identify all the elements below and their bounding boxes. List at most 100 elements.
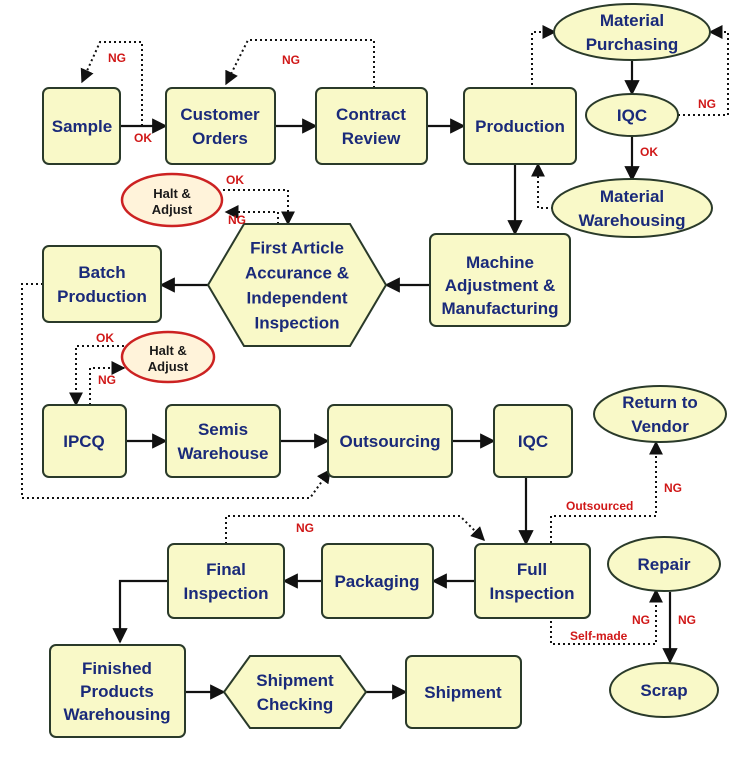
arrow-ipcq-ng-to-halt2 — [89, 361, 126, 405]
node-material-purchasing — [553, 3, 711, 61]
arrow-batch-to-outsourcing — [21, 283, 331, 499]
node-label-line: Repair — [638, 555, 691, 574]
tag-sample-ng: NG — [108, 51, 126, 65]
arrow-warehousing-to-production — [531, 162, 553, 209]
node-batch-production — [42, 245, 162, 323]
node-label-line: Warehouse — [177, 444, 268, 463]
node-label-line: Warehousing — [63, 705, 170, 724]
node-label-line: Scrap — [640, 681, 687, 700]
tag-full-ng: NG — [296, 521, 314, 535]
node-production-label: Production — [475, 117, 565, 136]
node-repair-label: Repair — [638, 555, 691, 574]
node-label-line: IQC — [518, 432, 548, 451]
node-production — [463, 87, 577, 165]
node-halt-adjust-2-label: Halt &Adjust — [148, 343, 189, 374]
arrow-halt2-ok-back — [69, 345, 124, 407]
node-label-line: Finished — [82, 659, 152, 678]
node-label-line: Return to — [622, 393, 698, 412]
node-label-line: Outsourcing — [339, 432, 440, 451]
node-shipment-checking — [222, 655, 368, 729]
node-label-line: Shipment — [424, 683, 502, 702]
node-first-article — [206, 223, 388, 347]
tag-repair-ng-right: NG — [678, 613, 696, 627]
node-return-to-vendor-label: Return to Vendor — [622, 393, 698, 436]
node-label-line: Material — [600, 187, 664, 206]
tag-contract-ng: NG — [282, 53, 300, 67]
arrow-first-article-ng-to-halt1 — [224, 205, 279, 224]
tag-repair-ng-left: NG — [632, 613, 650, 627]
arrow-final-ng-to-full — [225, 515, 485, 544]
arrow-production-to-purchasing — [531, 25, 557, 90]
node-label-line: Material — [600, 11, 664, 30]
node-packaging — [321, 543, 434, 619]
node-material-warehousing — [551, 178, 713, 238]
tag-ipcq-ok: OK — [96, 331, 114, 345]
node-label-line: Adjustment & — [445, 276, 556, 295]
node-label-line: IPCQ — [63, 432, 105, 451]
node-return-to-vendor — [593, 385, 727, 443]
node-machine-adjustment — [429, 233, 571, 327]
tag-ipcq-ng: NG — [98, 373, 116, 387]
node-iqc-top-label: IQC — [617, 106, 647, 125]
node-contract-review — [315, 87, 428, 165]
node-outsourcing — [327, 404, 453, 478]
node-label-line: Semis — [198, 420, 248, 439]
node-ipcq-label: IPCQ — [63, 432, 105, 451]
tag-return-ng: NG — [664, 481, 682, 495]
arrow-iqc-ng-loop — [678, 25, 729, 116]
node-label-line: Inspection — [489, 584, 574, 603]
node-final-inspection — [167, 543, 285, 619]
node-scrap — [609, 662, 719, 718]
node-label-line: Batch — [78, 263, 125, 282]
tag-first-article-ng: NG — [228, 213, 246, 227]
node-label-line: Adjust — [152, 202, 193, 217]
node-label-line: Shipment — [256, 671, 334, 690]
node-label-line: Halt & — [153, 186, 191, 201]
node-label-line: Halt & — [149, 343, 187, 358]
tag-iqc-top-ok: OK — [640, 145, 658, 159]
node-label-line: Customer — [180, 105, 260, 124]
node-label-line: Orders — [192, 129, 248, 148]
node-label-line: Accurance & — [245, 264, 349, 283]
node-shipment-label: Shipment — [424, 683, 502, 702]
node-label-line: IQC — [617, 106, 647, 125]
node-label-line: Purchasing — [586, 35, 679, 54]
node-label-line: Adjust — [148, 359, 189, 374]
node-label-line: Production — [475, 117, 565, 136]
tag-outsourced: Outsourced — [566, 499, 633, 513]
node-halt-adjust-1-label: Halt &Adjust — [152, 186, 193, 217]
node-label-line: Packaging — [334, 572, 419, 591]
node-label-line: First Article — [250, 239, 344, 258]
node-label-line: Production — [57, 287, 147, 306]
node-label-line: Review — [342, 129, 401, 148]
tag-self-made: Self-made — [570, 629, 628, 643]
node-label-line: Vendor — [631, 417, 689, 436]
node-label-line: Products — [80, 682, 154, 701]
node-label-line: Manufacturing — [441, 299, 558, 318]
node-ipcq — [42, 404, 127, 478]
node-sample-label: Sample — [52, 117, 112, 136]
node-full-inspection — [474, 543, 591, 619]
node-label-line: Warehousing — [578, 211, 685, 230]
node-sample — [42, 87, 121, 165]
node-iqc-top — [585, 93, 679, 137]
node-iqc-mid — [493, 404, 573, 478]
node-label-line: Inspection — [183, 584, 268, 603]
node-halt-adjust-2 — [120, 330, 216, 384]
node-semis-warehouse — [165, 404, 281, 478]
node-customer-orders — [165, 87, 276, 165]
node-outsourcing-label: Outsourcing — [339, 432, 440, 451]
tag-iqc-top-ng: NG — [698, 97, 716, 111]
node-finished-products — [49, 644, 186, 738]
